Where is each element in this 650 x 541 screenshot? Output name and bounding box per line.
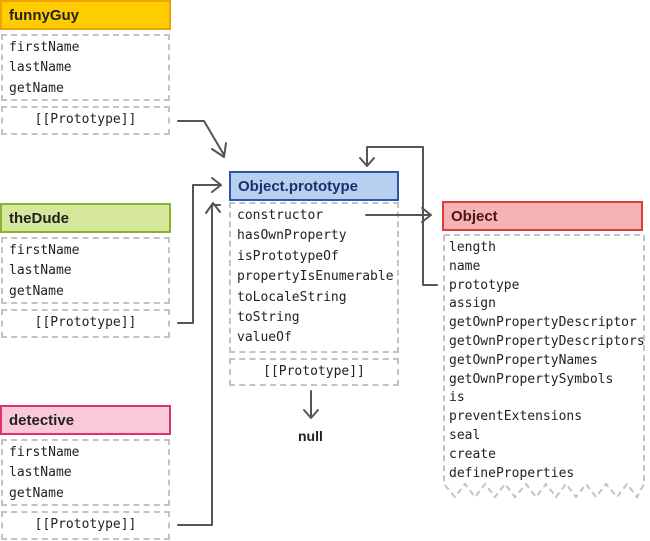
property-label: assign [449,296,496,312]
object-prototype-back-arrow [366,146,438,286]
detective-properties: firstName lastName getName [1,439,170,506]
detective-prototype-slot: [[Prototype]] [1,511,170,540]
property-label: seal [449,427,481,443]
object-prototype-header: Object.prototype [229,171,399,201]
property-label: getOwnPropertyNames [449,352,598,368]
property-label: getName [9,283,64,299]
detective-header: detective [0,405,171,435]
thedude-header: theDude [0,203,171,233]
funnyguy-prototype-arrow [177,120,225,156]
property-label: hasOwnProperty [237,228,347,244]
funnyguy-prototype-slot: [[Prototype]] [1,106,170,135]
property-label: defineProperties [449,465,575,481]
property-label: getOwnPropertyDescriptors [449,333,645,349]
object-prototype-properties: constructor hasOwnProperty isPrototypeOf… [229,202,399,353]
property-label: isPrototypeOf [237,248,339,264]
property-label: toLocaleString [237,289,347,305]
object-properties: length name prototype assign getOwnPrope… [444,237,645,485]
thedude-prototype-arrow [177,184,221,324]
property-label: toString [237,310,300,326]
object-prototype-prototype-slot: [[Prototype]] [229,358,399,386]
property-label: getName [9,485,64,501]
property-label: getOwnPropertyDescriptor [449,315,637,331]
thedude-properties: firstName lastName getName [1,237,170,304]
property-label: preventExtensions [449,409,583,425]
funnyguy-header: funnyGuy [0,0,171,30]
property-label: valueOf [237,330,292,346]
property-label: getOwnPropertySymbols [449,371,614,387]
property-label: lastName [9,60,72,76]
thedude-prototype-slot: [[Prototype]] [1,309,170,338]
property-label: lastName [9,263,72,279]
property-label: create [449,446,496,462]
detective-prototype-arrow [177,204,221,526]
property-label: constructor [237,208,324,223]
property-label: name [449,258,481,274]
property-label: getName [9,80,64,96]
property-label: propertyIsEnumerable [237,269,394,285]
property-label: prototype [449,277,520,293]
object-header: Object [442,201,643,231]
funnyguy-properties: firstName lastName getName [1,34,170,101]
property-label: firstName [9,445,80,460]
property-label: firstName [9,40,80,55]
property-label: length [449,240,496,255]
property-label: firstName [9,243,80,258]
property-label: lastName [9,465,72,481]
null-label: null [298,428,323,444]
property-label: is [449,390,465,406]
